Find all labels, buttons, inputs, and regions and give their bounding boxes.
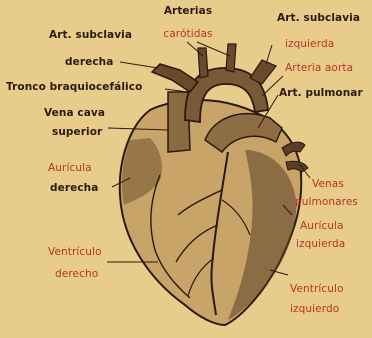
label-auricula-der-1: Aurícula (48, 162, 92, 174)
label-ventriculo-izq-2: izquierdo (290, 303, 339, 315)
label-ventriculo-der-1: Ventrículo (48, 246, 102, 258)
label-vena-cava-1: Vena cava (44, 107, 105, 119)
label-arterias: Arterias (160, 5, 216, 17)
label-auricula-izq-2: izquierda (296, 238, 345, 250)
label-carotidas: carótidas (156, 28, 220, 40)
left-subclavian-shape (250, 60, 276, 84)
left-carotid-shape (226, 44, 236, 72)
label-subclavia-der-1: Art. subclavia (49, 29, 132, 41)
label-auricula-izq-1: Aurícula (300, 220, 344, 232)
label-tronco: Tronco braquiocefálico (6, 81, 142, 93)
label-subclavia-izq-2: izquierda (285, 38, 334, 50)
label-subclavia-der-2: derecha (65, 56, 113, 68)
label-aorta: Arteria aorta (285, 62, 353, 74)
label-venas-pulm-1: Venas (312, 178, 344, 190)
leader-subclavia-der (120, 62, 158, 68)
label-venas-pulm-2: pulmonares (295, 196, 358, 208)
label-pulmonar: Art. pulmonar (279, 87, 363, 99)
label-vena-cava-2: superior (52, 126, 102, 138)
label-ventriculo-der-2: derecho (55, 268, 98, 280)
label-ventriculo-izq-1: Ventrículo (290, 283, 344, 295)
label-auricula-der-2: derecha (50, 182, 98, 194)
leader-subclavia-izq (266, 45, 272, 64)
label-subclavia-izq-1: Art. subclavia (277, 12, 360, 24)
brachiocephalic-shape (152, 64, 198, 92)
